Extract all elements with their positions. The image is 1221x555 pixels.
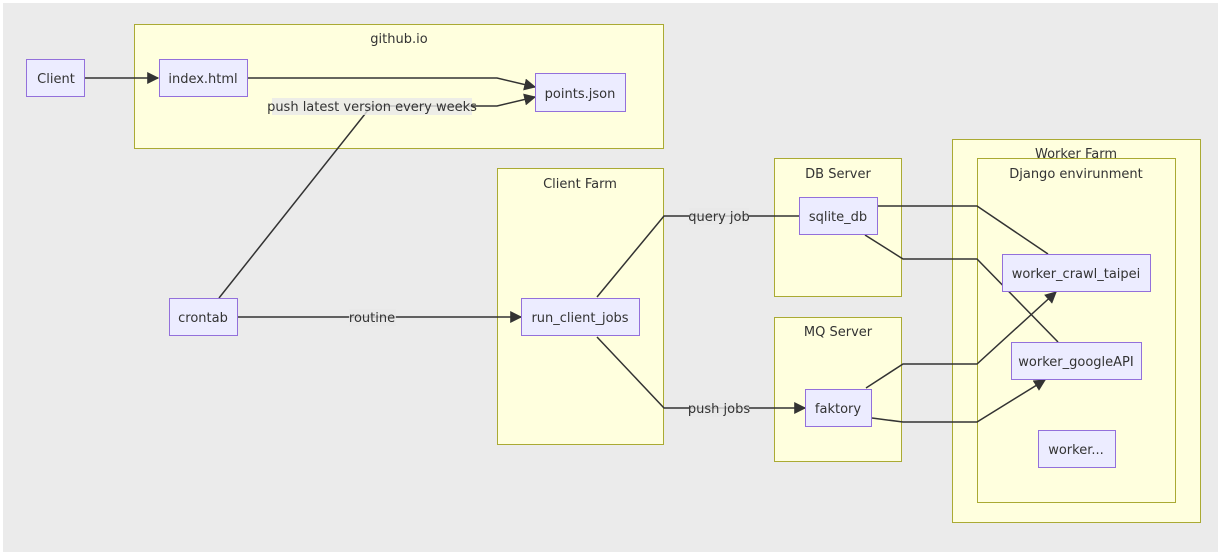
node-sqlite-db[interactable]: sqlite_db bbox=[799, 197, 878, 235]
node-faktory-label: faktory bbox=[815, 402, 861, 417]
node-index-html[interactable]: index.html bbox=[159, 59, 248, 97]
node-worker-more-label: worker... bbox=[1048, 443, 1104, 458]
node-worker-crawl-taipei[interactable]: worker_crawl_taipei bbox=[1002, 254, 1151, 292]
cluster-django-environment-title: Django envirunment bbox=[1009, 167, 1143, 182]
edge-run-jobs-faktory bbox=[596, 336, 807, 414]
node-crontab[interactable]: crontab bbox=[169, 298, 238, 336]
node-client[interactable]: Client bbox=[26, 59, 85, 97]
edge-label-routine-text: routine bbox=[349, 311, 395, 326]
node-points-json[interactable]: points.json bbox=[535, 73, 626, 112]
node-worker-more[interactable]: worker... bbox=[1038, 430, 1116, 468]
node-crontab-label: crontab bbox=[178, 311, 228, 326]
edge-faktory-google bbox=[871, 379, 1047, 423]
cluster-db-server-title: DB Server bbox=[805, 167, 871, 182]
edge-index-points bbox=[247, 77, 537, 91]
node-points-json-label: points.json bbox=[545, 87, 616, 102]
node-worker-crawl-taipei-label: worker_crawl_taipei bbox=[1012, 267, 1141, 282]
edge-label-query-job: query job bbox=[688, 208, 750, 225]
edge-label-push-jobs: push jobs bbox=[688, 400, 750, 417]
node-worker-googleapi-label: worker_googleAPI bbox=[1018, 355, 1133, 370]
cluster-client-farm-title: Client Farm bbox=[543, 177, 617, 192]
cluster-mq-server: MQ Server bbox=[774, 317, 902, 462]
edge-label-routine: routine bbox=[349, 309, 396, 326]
cluster-mq-server-title: MQ Server bbox=[804, 325, 873, 340]
edge-run-jobs-sqlite bbox=[596, 215, 799, 298]
node-run-client-jobs[interactable]: run_client_jobs bbox=[521, 298, 640, 336]
edge-label-query-job-text: query job bbox=[688, 210, 749, 225]
node-sqlite-db-label: sqlite_db bbox=[809, 210, 867, 225]
edge-label-push-weekly-text: push latest version every weeks bbox=[267, 100, 477, 115]
edge-faktory-crawl bbox=[865, 291, 1057, 389]
edge-sqlite-google bbox=[864, 234, 1059, 343]
edges bbox=[85, 72, 1059, 423]
node-run-client-jobs-label: run_client_jobs bbox=[531, 311, 628, 326]
edge-sqlite-crawl bbox=[878, 205, 1049, 255]
edge-label-push-jobs-text: push jobs bbox=[688, 402, 750, 417]
edge-label-push-weekly: push latest version every weeks bbox=[267, 98, 477, 115]
node-index-html-label: index.html bbox=[168, 72, 237, 87]
node-faktory[interactable]: faktory bbox=[805, 389, 872, 427]
node-worker-googleapi[interactable]: worker_googleAPI bbox=[1011, 342, 1142, 380]
node-client-label: Client bbox=[37, 72, 75, 87]
cluster-github-io-title: github.io bbox=[370, 32, 427, 47]
